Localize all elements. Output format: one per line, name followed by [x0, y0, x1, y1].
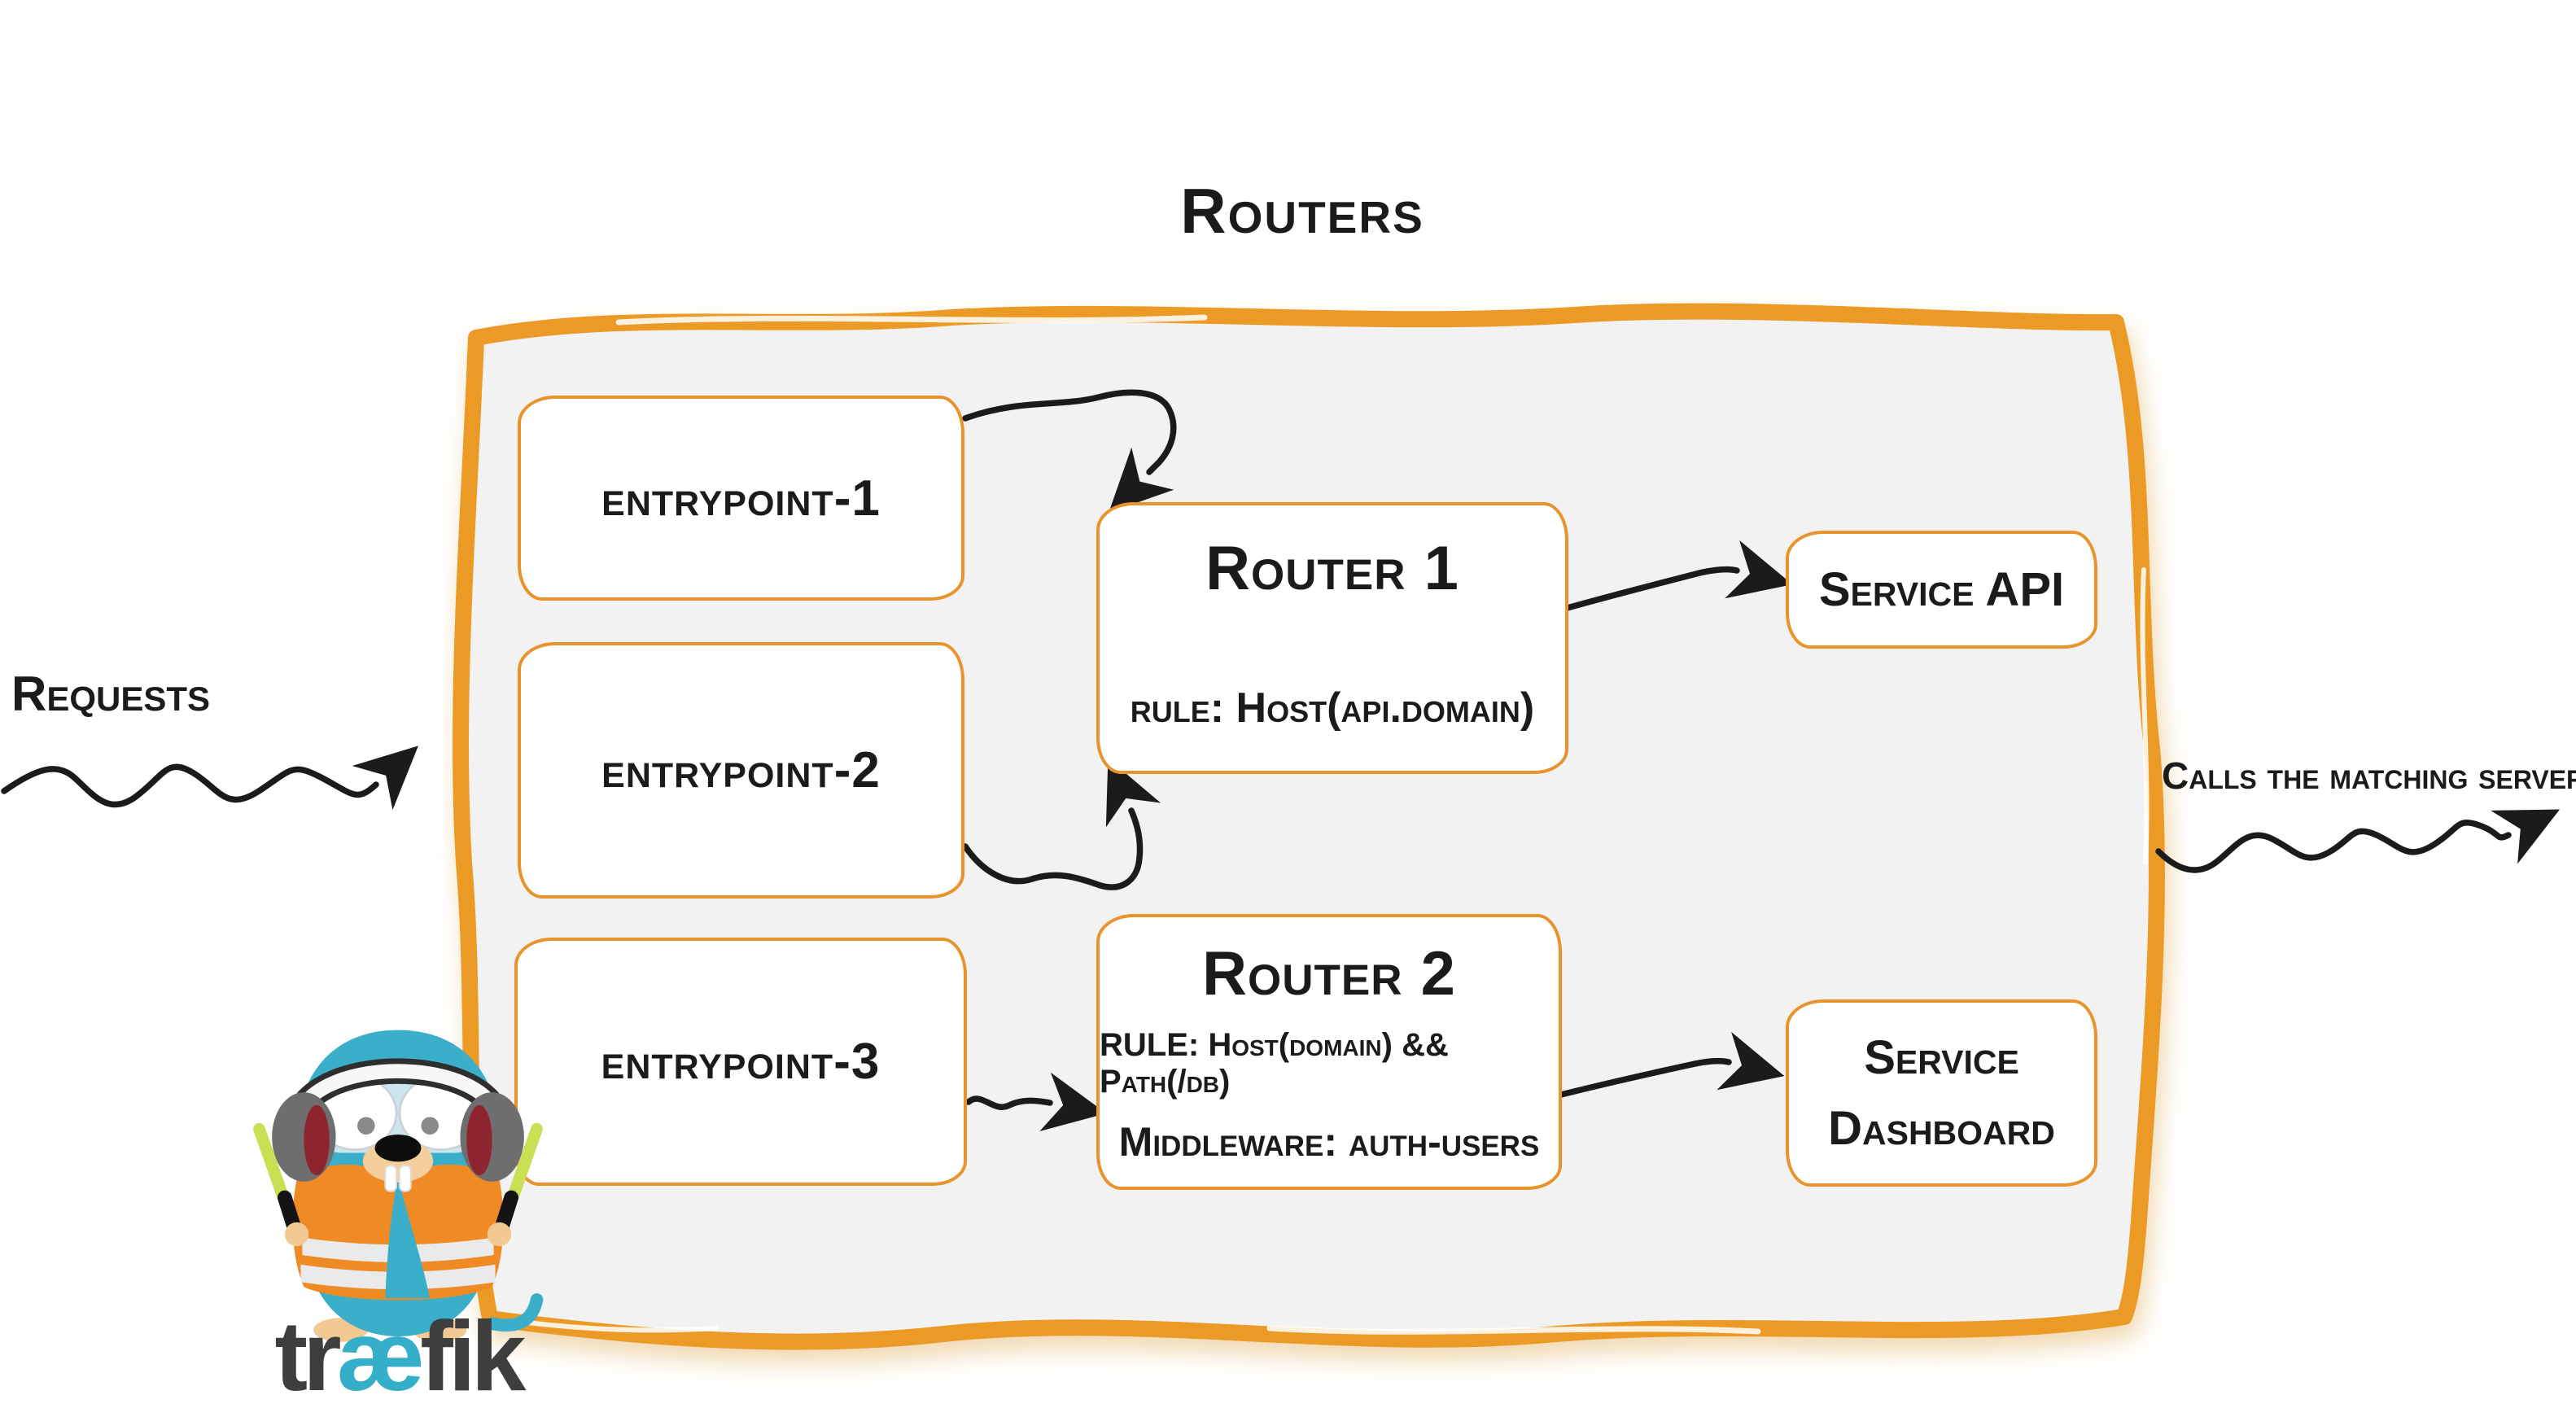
diagram-title: Routers [1180, 175, 1424, 247]
service-api-box: Service API [1786, 531, 2097, 649]
requests-arrow [1, 746, 418, 811]
wordmark-fik: fik [420, 1301, 526, 1408]
gopher-batons [253, 1122, 543, 1247]
router-2-middleware: Middleware: auth-users [1118, 1119, 1540, 1165]
service-dashboard-label-line1: Service [1864, 1031, 2019, 1084]
entrypoint-2-box: entrypoint-2 [518, 642, 964, 899]
service-api-label: Service API [1818, 563, 2065, 616]
arrow-router1-to-service-api [1561, 540, 1793, 612]
entrypoint-3-label: entrypoint-3 [601, 1034, 881, 1090]
requests-label: Requests [11, 667, 211, 721]
arrow-entrypoint3-to-router2 [965, 1072, 1107, 1132]
router-2-title: Router 2 [1202, 939, 1456, 1008]
entrypoint-1-box: entrypoint-1 [518, 396, 964, 601]
calls-arrow [2155, 809, 2561, 873]
gopher-muzzle [362, 1135, 434, 1192]
traefik-wordmark: træfik [230, 1299, 566, 1408]
wordmark-tr: tr [274, 1301, 342, 1408]
brush-highlights [518, 314, 2150, 1335]
router-1-box: Router 1 rule: Host(api.domain) [1096, 502, 1568, 774]
router-2-box: Router 2 RULE: Host(domain) && Path(/db)… [1096, 914, 1562, 1190]
gopher-headphones [272, 1058, 524, 1182]
router-1-rule: rule: Host(api.domain) [1130, 684, 1535, 732]
wordmark-ae: æ [336, 1301, 426, 1408]
arrow-entrypoint1-to-router1 [962, 389, 1177, 513]
arrow-router2-to-service-dashboard [1555, 1031, 1785, 1099]
service-dashboard-box: Service Dashboard [1786, 999, 2097, 1187]
service-dashboard-label-line2: Dashboard [1828, 1102, 2055, 1155]
calls-label: Calls the matching server [2162, 754, 2576, 797]
router-1-title: Router 1 [1205, 534, 1459, 603]
arrow-entrypoint2-to-router1 [962, 758, 1161, 890]
router-2-rule: RULE: Host(domain) && Path(/db) [1100, 1027, 1449, 1100]
entrypoint-1-label: entrypoint-1 [601, 470, 881, 527]
entrypoint-3-box: entrypoint-3 [514, 938, 967, 1186]
gopher-tail [485, 1293, 544, 1332]
traefik-gopher-mascot [253, 1030, 544, 1342]
entrypoint-2-label: entrypoint-2 [601, 742, 881, 798]
gopher-safety-vest [292, 1164, 504, 1301]
